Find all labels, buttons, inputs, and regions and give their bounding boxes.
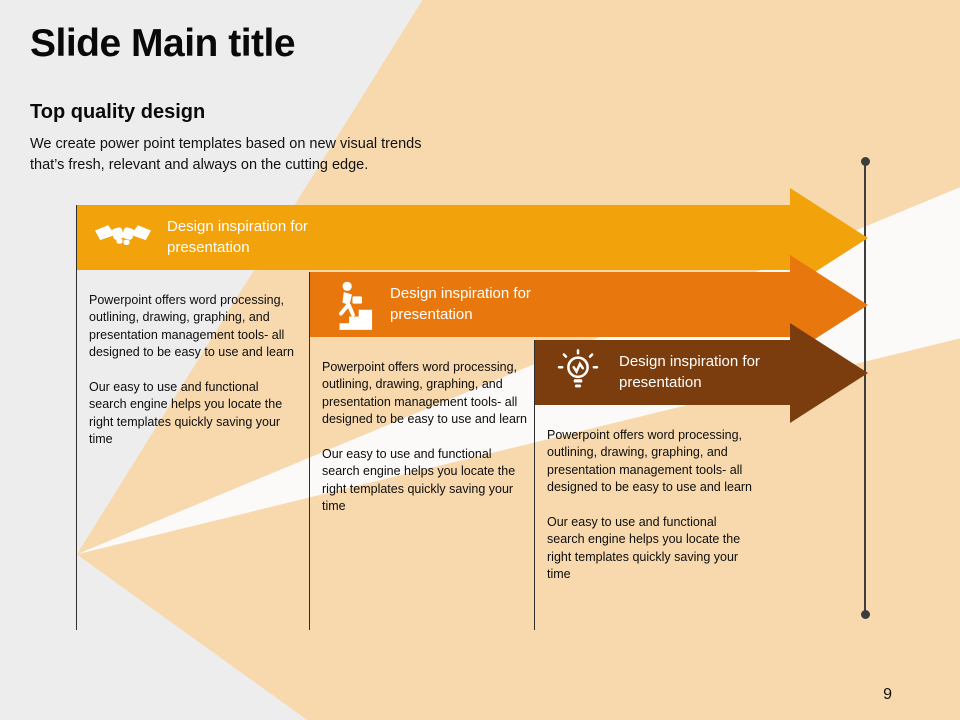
body-paragraph: Powerpoint offers word processing, outli… xyxy=(547,428,753,494)
intro-line-1: We create power point templates based on… xyxy=(30,136,422,152)
body-paragraph: Powerpoint offers word processing, outli… xyxy=(322,360,528,426)
step-heading-3: Design inspiration for presentation xyxy=(619,353,760,391)
page-number: 9 xyxy=(883,686,892,703)
intro-line-2: that’s fresh, relevant and always on the… xyxy=(30,157,369,174)
step-group-1: Design inspiration for presentation Powe… xyxy=(76,188,871,630)
lightbulb-icon xyxy=(553,348,603,398)
body-paragraph: Our easy to use and functional search en… xyxy=(547,515,741,581)
step-group-3: Design inspiration for presentation Powe… xyxy=(534,323,871,630)
intro-text: We create power point templates based on… xyxy=(30,134,500,176)
body-paragraph: Our easy to use and functional search en… xyxy=(89,380,283,446)
handshake-icon xyxy=(95,219,151,256)
step-heading-2: Design inspiration for presentation xyxy=(390,285,531,323)
step-body-2: Powerpoint offers word processing, outli… xyxy=(310,359,528,515)
step-banner-1: Design inspiration for presentation xyxy=(77,205,791,270)
timeline-dot-bottom xyxy=(861,610,870,619)
body-paragraph: Powerpoint offers word processing, outli… xyxy=(89,293,295,359)
step-group-2: Design inspiration for presentation Powe… xyxy=(309,255,871,630)
body-paragraph: Our easy to use and functional search en… xyxy=(322,447,516,513)
step-heading-1: Design inspiration for presentation xyxy=(167,218,308,256)
slide-title: Slide Main title xyxy=(30,22,296,65)
step-banner-3: Design inspiration for presentation xyxy=(535,340,791,405)
timeline-line xyxy=(864,162,866,614)
step-body-1: Powerpoint offers word processing, outli… xyxy=(77,292,295,448)
slide-subtitle: Top quality design xyxy=(30,101,206,123)
step-body-3: Powerpoint offers word processing, outli… xyxy=(535,427,753,583)
step-banner-2: Design inspiration for presentation xyxy=(310,272,791,337)
businessman-stairs-icon xyxy=(328,280,374,330)
timeline-dot-top xyxy=(861,157,870,166)
